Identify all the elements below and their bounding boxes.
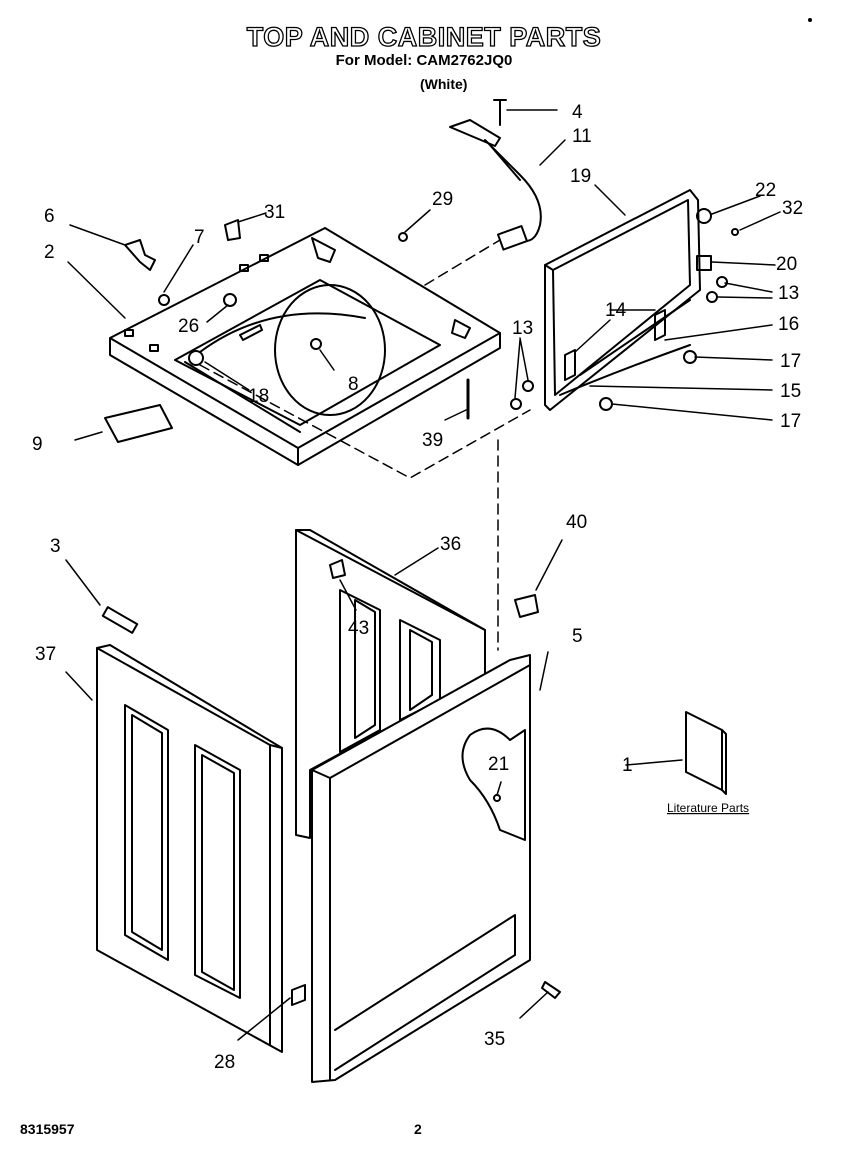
- hinge-drawing: [449, 99, 542, 251]
- callout-17-top: 17: [780, 351, 801, 372]
- left-side-panel-drawing: [96, 606, 283, 1053]
- callout-43: 43: [348, 618, 369, 639]
- document-number: 8315957: [20, 1121, 75, 1137]
- callout-17-bottom: 17: [780, 411, 801, 432]
- callout-7: 7: [194, 227, 205, 248]
- callout-2: 2: [44, 242, 55, 263]
- small-parts: [104, 208, 739, 1006]
- leader-arrows: [65, 109, 781, 1041]
- top-panel-drawing: [109, 227, 501, 466]
- callout-15: 15: [780, 381, 801, 402]
- callout-32: 32: [782, 198, 803, 219]
- callout-8: 8: [348, 374, 359, 395]
- callout-37: 37: [35, 644, 56, 665]
- corner-dot: [808, 18, 812, 22]
- callout-13-right: 13: [778, 283, 799, 304]
- callout-39: 39: [422, 430, 443, 451]
- callout-11: 11: [572, 126, 592, 147]
- callout-4: 4: [572, 102, 583, 123]
- callout-6: 6: [44, 206, 55, 227]
- callout-26: 26: [178, 316, 199, 337]
- callout-5: 5: [572, 626, 583, 647]
- callout-3: 3: [50, 536, 61, 557]
- callout-9: 9: [32, 434, 43, 455]
- front-panel-drawing: [311, 654, 531, 1083]
- assembly-lines: [199, 239, 531, 651]
- callout-20: 20: [776, 254, 797, 275]
- callout-19: 19: [570, 166, 591, 187]
- page-number: 2: [414, 1121, 422, 1137]
- callout-36: 36: [440, 534, 461, 555]
- callout-14: 14: [605, 300, 627, 321]
- callout-22: 22: [755, 180, 776, 201]
- callout-29: 29: [432, 189, 453, 210]
- callout-13-left: 13: [512, 318, 533, 339]
- callout-40: 40: [566, 512, 587, 533]
- callout-1: 1: [622, 755, 633, 776]
- callout-21: 21: [488, 754, 509, 775]
- lid-drawing: [544, 189, 701, 411]
- callout-35: 35: [484, 1029, 505, 1050]
- callout-labels: 6 2 7 31 26 29 8 18 9 39 4 11 19 22 32 2…: [32, 102, 803, 1073]
- callout-31: 31: [264, 202, 285, 223]
- literature-parts-label: Literature Parts: [667, 801, 749, 815]
- callout-28: 28: [214, 1052, 235, 1073]
- callout-18: 18: [248, 386, 269, 407]
- model-line: For Model: CAM2762JQ0: [335, 52, 513, 69]
- page-title: TOP AND CABINET PARTS: [246, 21, 602, 52]
- callout-16: 16: [778, 314, 799, 335]
- color-line: (White): [420, 76, 468, 92]
